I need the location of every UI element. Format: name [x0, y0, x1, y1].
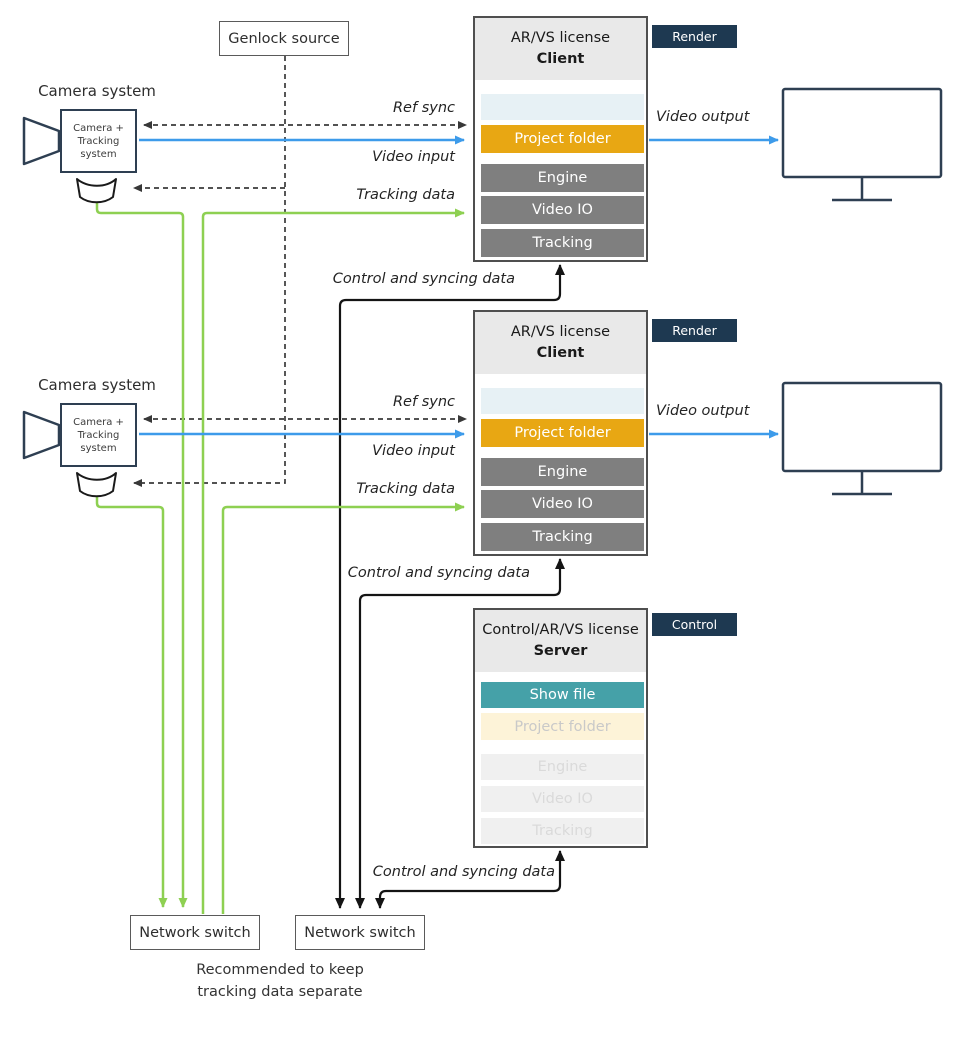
client2-box: AR/VS license Client Project folder Engi… [473, 310, 648, 556]
client1-row-project-folder: Project folder [481, 125, 644, 153]
client2-tracking-label: Tracking [532, 529, 593, 545]
camera1-system-label: Camera system [38, 82, 156, 100]
tracking-line-switch-to-client2 [221, 502, 465, 914]
control-sync-label-3: Control and syncing data [372, 864, 555, 880]
camera1-pedestal-icon [76, 178, 117, 204]
server-video-io-label: Video IO [532, 791, 593, 807]
server-role-label: Server [533, 643, 588, 659]
video-input-label-1: Video input [372, 149, 455, 165]
tracking-note-line1: Recommended to keep [196, 962, 364, 978]
camera2-unit-line3: system [80, 442, 117, 454]
tracking-note-line2: tracking data separate [197, 984, 363, 1000]
genlock-source-label: Genlock source [228, 30, 340, 47]
client1-project-folder-label: Project folder [514, 131, 611, 147]
network-switch-control-box: Network switch [295, 915, 425, 950]
client2-video-io-label: Video IO [532, 496, 593, 512]
video-input-label-2: Video input [372, 443, 455, 459]
client1-engine-label: Engine [537, 170, 588, 186]
server-header: Control/AR/VS license Server [475, 610, 646, 672]
network-switch-tracking-box: Network switch [130, 915, 260, 950]
camera1-lens-icon [22, 116, 61, 166]
client1-tracking-label: Tracking [532, 235, 593, 251]
monitor2-icon [781, 381, 943, 496]
genlock-source-box: Genlock source [219, 21, 349, 56]
client1-license-label: AR/VS license [510, 30, 611, 46]
server-tracking-label: Tracking [532, 823, 593, 839]
server-row-show-file: Show file [481, 682, 644, 708]
client2-role-label: Client [536, 345, 585, 361]
client2-row-empty [481, 388, 644, 414]
network-switch2-label: Network switch [304, 924, 416, 941]
server-show-file-label: Show file [529, 687, 596, 703]
genlock-to-camera2-pedestal-line [133, 56, 286, 487]
tracking-line-switch-to-client1 [201, 208, 465, 914]
client1-header: AR/VS license Client [475, 18, 646, 80]
tracking-note: Recommended to keep tracking data separa… [155, 959, 405, 1003]
client2-header: AR/VS license Client [475, 312, 646, 374]
camera1-unit-line2: Tracking [77, 135, 120, 147]
server-engine-label: Engine [537, 759, 588, 775]
control-sync-label-1: Control and syncing data [332, 271, 515, 287]
client2-license-label: AR/VS license [510, 324, 611, 340]
client2-row-video-io: Video IO [481, 490, 644, 518]
control-line-client1 [335, 264, 565, 909]
camera2-system-label: Camera system [38, 376, 156, 394]
camera1-unit-line1: Camera + [73, 122, 124, 134]
server-row-tracking: Tracking [481, 818, 644, 844]
client1-row-tracking: Tracking [481, 229, 644, 257]
server-row-video-io: Video IO [481, 786, 644, 812]
client1-row-video-io: Video IO [481, 196, 644, 224]
server-project-folder-label: Project folder [514, 718, 611, 735]
server-row-engine: Engine [481, 754, 644, 780]
server-control-tag: Control [652, 613, 737, 636]
camera1-unit-line3: system [80, 148, 117, 160]
server-license-label: Control/AR/VS license [482, 622, 639, 638]
server-box: Control/AR/VS license Server Show file P… [473, 608, 648, 848]
control-line-client2 [355, 558, 565, 909]
client2-project-folder-label: Project folder [514, 425, 611, 441]
monitor1-icon [781, 87, 943, 202]
network-switch1-label: Network switch [139, 924, 251, 941]
server-control-tag-label: Control [671, 617, 718, 632]
tracking-data-label-1: Tracking data [356, 187, 455, 203]
client2-row-tracking: Tracking [481, 523, 644, 551]
control-line-server [375, 850, 565, 909]
client1-row-empty [481, 94, 644, 120]
server-row-project-folder: Project folder [481, 713, 644, 740]
client1-render-tag-label: Render [672, 29, 717, 44]
video-output-label-1: Video output [656, 109, 750, 125]
ref-sync-label-2: Ref sync [392, 394, 455, 410]
client2-row-engine: Engine [481, 458, 644, 486]
client2-render-tag-label: Render [672, 323, 717, 338]
client1-video-io-label: Video IO [532, 202, 593, 218]
camera2-pedestal-icon [76, 472, 117, 498]
tracking-data-label-2: Tracking data [356, 481, 455, 497]
video-output-label-2: Video output [656, 403, 750, 419]
camera2-unit-line1: Camera + [73, 416, 124, 428]
camera2-lens-icon [22, 410, 61, 460]
camera2-unit-box: Camera + Tracking system [60, 403, 137, 467]
tracking-line-camera1-to-switch [95, 201, 188, 908]
ref-sync-label-1: Ref sync [392, 100, 455, 116]
client1-row-engine: Engine [481, 164, 644, 192]
tracking-line-camera2-to-switch [95, 495, 168, 908]
client2-engine-label: Engine [537, 464, 588, 480]
client1-role-label: Client [536, 51, 585, 67]
client1-render-tag: Render [652, 25, 737, 48]
client2-row-project-folder: Project folder [481, 419, 644, 447]
control-sync-label-2: Control and syncing data [347, 565, 530, 581]
camera2-unit-line2: Tracking [77, 429, 120, 441]
client2-render-tag: Render [652, 319, 737, 342]
client1-box: AR/VS license Client Project folder Engi… [473, 16, 648, 262]
camera1-unit-box: Camera + Tracking system [60, 109, 137, 173]
